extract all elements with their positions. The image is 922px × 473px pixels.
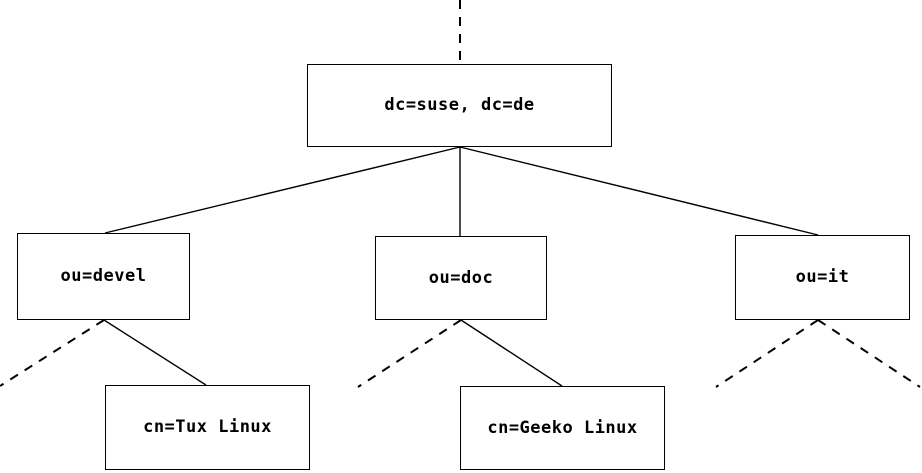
edge-root-to-devel [104,146,461,234]
edge-devel-to-tux [103,319,207,386]
edge-it-elided-left [715,319,819,388]
node-cn-tux-linux[interactable]: cn=Tux Linux [105,385,310,470]
edge-doc-elided [357,319,462,388]
node-root[interactable]: dc=suse, dc=de [307,64,612,147]
node-ou-it[interactable]: ou=it [735,235,910,320]
node-label-root: dc=suse, dc=de [384,95,535,115]
edge-doc-to-geeko [460,319,563,387]
edge-devel-elided [0,319,105,387]
node-cn-geeko-linux[interactable]: cn=Geeko Linux [460,386,665,470]
edge-root-to-it [459,146,819,236]
node-label-ou-devel: ou=devel [60,266,147,286]
edge-it-elided-right [817,319,921,388]
node-ou-devel[interactable]: ou=devel [17,233,190,320]
node-label-ou-it: ou=it [795,267,850,287]
node-label-ou-doc: ou=doc [428,267,494,288]
node-label-cn-tux-linux: cn=Tux Linux [143,417,272,437]
node-ou-doc[interactable]: ou=doc [375,236,547,320]
node-label-cn-geeko-linux: cn=Geeko Linux [487,417,638,438]
